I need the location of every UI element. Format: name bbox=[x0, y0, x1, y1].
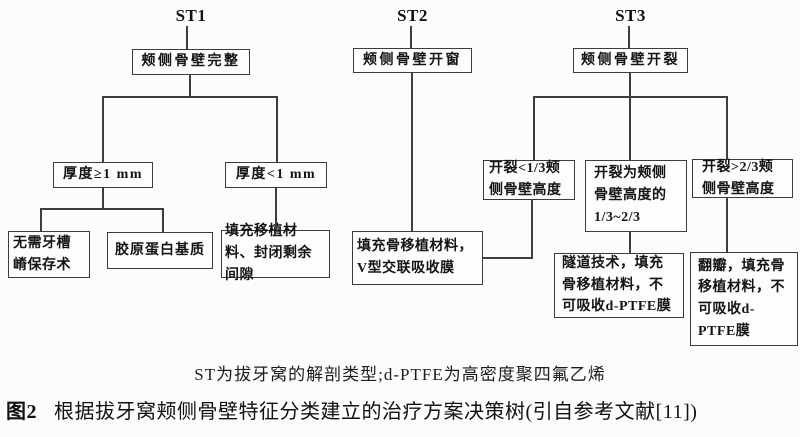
connector-lt-one-third-down bbox=[531, 200, 533, 259]
node-no-ridge-preservation: 无需牙槽嵴保存术 bbox=[8, 231, 90, 278]
connector-to-no-ridge bbox=[40, 208, 42, 231]
connector-st1-branch bbox=[102, 96, 278, 98]
connector-ge-branch bbox=[40, 208, 164, 210]
connector-st1-root bbox=[186, 26, 188, 49]
figure-caption-text: 根据拔牙窝颊侧骨壁特征分类建立的治疗方案决策树(引自参考文献[11]) bbox=[54, 401, 698, 423]
st2-column-label: ST2 bbox=[397, 6, 428, 25]
node-buccal-wall-intact: 颊侧骨壁完整 bbox=[132, 49, 250, 75]
node-fill-graft-seal-gap: 填充移植材料、封闭剩余间隙 bbox=[221, 224, 330, 283]
node-graft-v-shaped-membrane: 填充骨移植材料，V型交联吸收膜 bbox=[352, 231, 483, 285]
figure-caption-label: 图2 bbox=[6, 401, 37, 423]
connector-st2-stem bbox=[411, 73, 413, 231]
connector-st2-root bbox=[410, 26, 412, 48]
connector-st1-stem bbox=[189, 75, 191, 97]
connector-lt-one-third-elbow bbox=[483, 257, 533, 259]
node-dehiscence-one-to-two-thirds: 开裂为颊侧骨壁高度的1/3~2/3 bbox=[585, 160, 687, 232]
node-tunnel-technique-treatment: 隧道技术，填充骨移植材料，不可吸收d-PTFE膜 bbox=[554, 253, 684, 318]
connector-ge-stem bbox=[102, 188, 104, 210]
node-dehiscence-lt-one-third: 开裂<1/3颊侧骨壁高度 bbox=[483, 160, 575, 200]
connector-to-tunnel bbox=[629, 232, 631, 253]
node-collagen-matrix: 胶原蛋白基质 bbox=[107, 232, 213, 269]
node-buccal-wall-dehiscence: 颊侧骨壁开裂 bbox=[573, 48, 688, 73]
node-dehiscence-gt-two-thirds: 开裂>2/3颊侧骨壁高度 bbox=[692, 159, 793, 198]
connector-to-collagen bbox=[162, 208, 164, 232]
connector-to-lt-one-third bbox=[533, 96, 535, 160]
node-thickness-ge-1mm: 厚度≥1 mm bbox=[53, 162, 153, 188]
connector-to-fill-graft bbox=[275, 188, 277, 230]
st3-column-label: ST3 bbox=[615, 6, 646, 25]
abbreviation-note: ST为拔牙窝的解剖类型;d-PTFE为高密度聚四氟乙烯 bbox=[194, 365, 606, 384]
connector-to-mid-third bbox=[629, 96, 631, 160]
st1-column-label: ST1 bbox=[175, 6, 207, 25]
connector-to-flap bbox=[726, 198, 728, 252]
connector-to-gt-two-thirds bbox=[726, 96, 728, 159]
node-flap-treatment: 翻瓣，填充骨移植材料，不可吸收d-PTFE膜 bbox=[690, 252, 798, 346]
node-thickness-lt-1mm: 厚度<1 mm bbox=[225, 162, 327, 188]
connector-st3-root bbox=[628, 26, 630, 48]
node-buccal-wall-fenestration: 颊侧骨壁开窗 bbox=[353, 48, 472, 73]
connector-to-thickness-ge bbox=[102, 96, 104, 162]
figure-caption: 图2 根据拔牙窝颊侧骨壁特征分类建立的治疗方案决策树(引自参考文献[11]) bbox=[6, 395, 798, 424]
connector-to-thickness-lt bbox=[276, 96, 278, 162]
connector-st3-stem bbox=[629, 73, 631, 98]
